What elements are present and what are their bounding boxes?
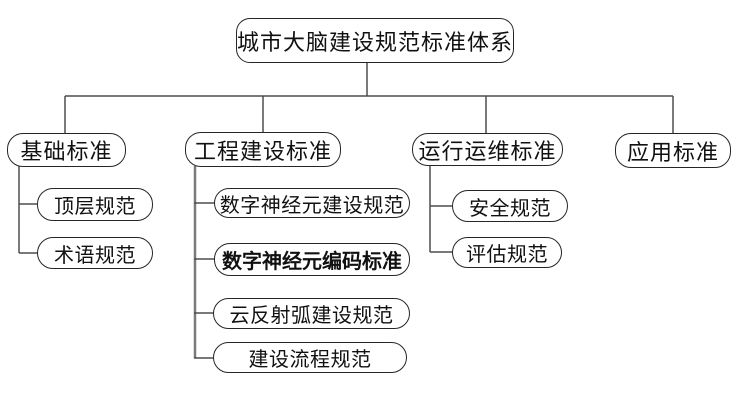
node-application-standards: 应用标准 (615, 133, 731, 168)
node-operation-maintenance-standards: 运行运维标准 (412, 133, 563, 166)
node-engineering-construction-standards: 工程建设标准 (185, 132, 341, 167)
node-security-spec: 安全规范 (452, 190, 568, 222)
node-terminology-spec: 术语规范 (37, 237, 153, 269)
node-digital-neuron-construction-spec: 数字神经元建设规范 (214, 188, 410, 218)
node-construction-process-spec: 建设流程规范 (213, 342, 407, 373)
node-evaluation-spec: 评估规范 (452, 237, 562, 268)
node-top-level-spec: 顶层规范 (37, 188, 153, 221)
node-digital-neuron-coding-standard: 数字神经元编码标准 (214, 243, 410, 276)
node-basic-standards: 基础标准 (7, 133, 126, 167)
node-city-brain-standard-system: 城市大脑建设规范标准体系 (236, 18, 514, 63)
node-cloud-reflex-arc-construction-spec: 云反射弧建设规范 (213, 298, 410, 329)
